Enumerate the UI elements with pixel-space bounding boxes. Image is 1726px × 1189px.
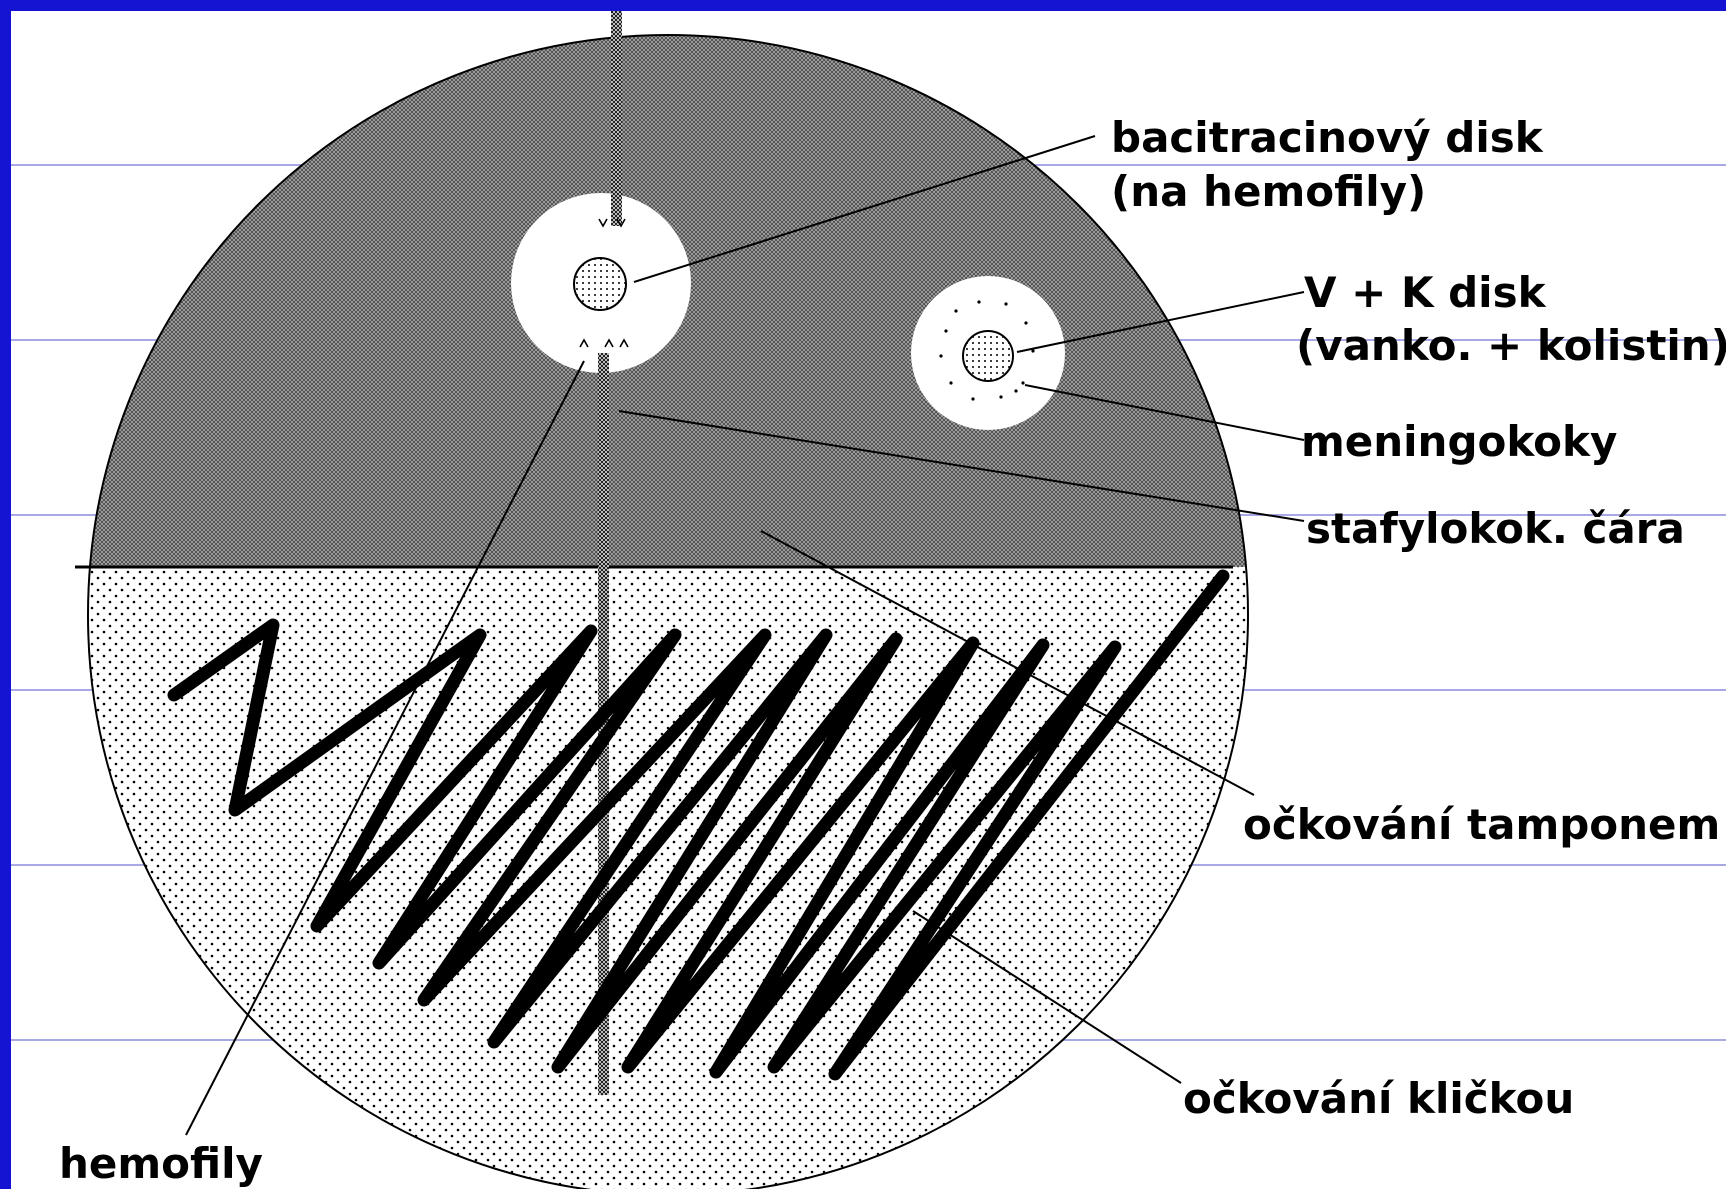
label-loop-inoculation: očkování kličkou	[1183, 1074, 1575, 1123]
slide-canvas: bacitracinový disk (na hemofily) V + K d…	[11, 11, 1726, 1189]
label-vk-disk-note: (vanko. + kolistin)	[1296, 321, 1726, 370]
label-haemophili: hemofily	[59, 1139, 263, 1188]
label-meningococci: meningokoky	[1301, 417, 1618, 466]
label-vk-disk: V + K disk	[1304, 268, 1546, 317]
vk-disk	[911, 276, 1065, 430]
label-swab-inoculation: očkování tamponem	[1243, 800, 1721, 849]
label-staph-line: stafylokok. čára	[1306, 504, 1685, 553]
label-bacitracin-disk-note: (na hemofily)	[1111, 167, 1427, 216]
staph-streak	[579, 11, 629, 1095]
label-bacitracin-disk: bacitracinový disk	[1111, 113, 1543, 162]
leader-lines	[185, 135, 1305, 1136]
bacitracin-disk	[511, 193, 691, 373]
loop-streak	[167, 569, 1230, 1081]
agar-plate-diagram	[11, 11, 1726, 1189]
